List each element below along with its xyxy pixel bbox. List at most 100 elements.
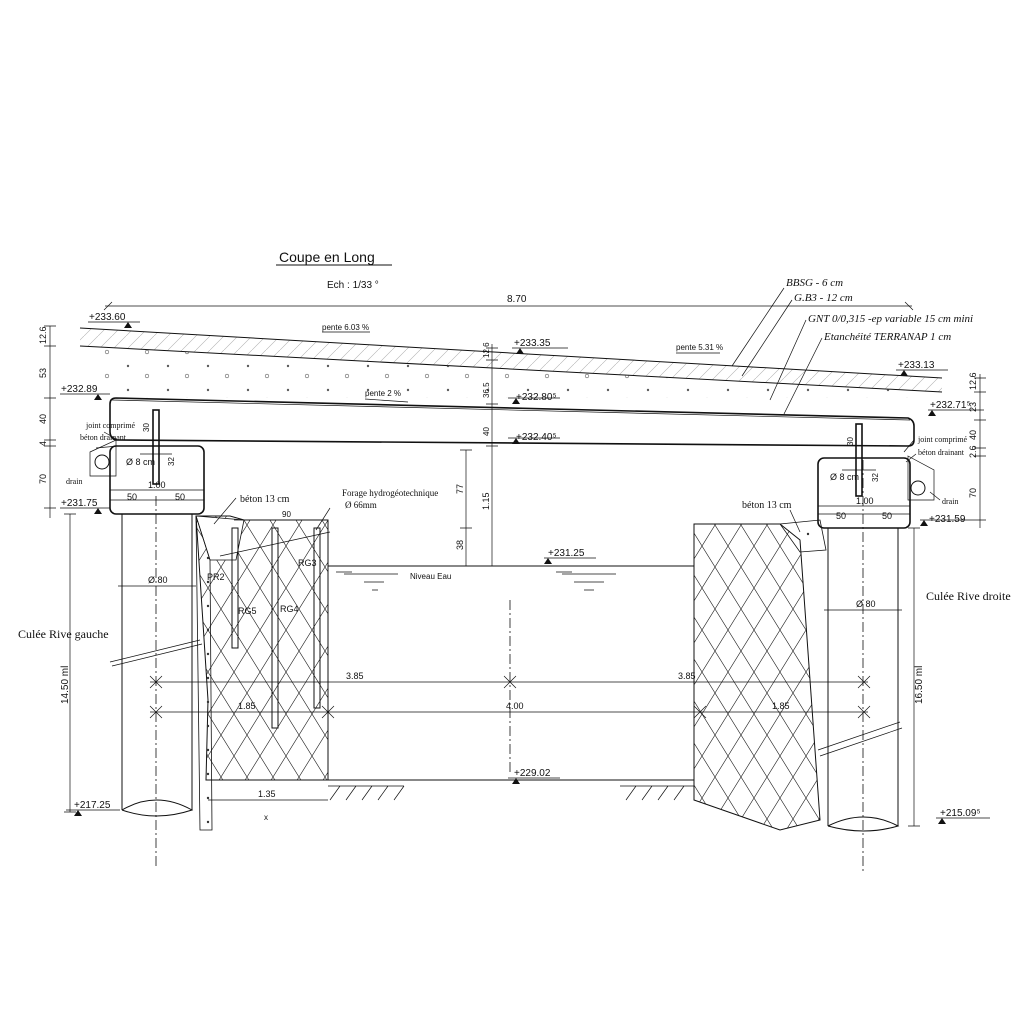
left-pile [121,496,194,866]
elev-229-02: +229.02 [514,768,551,779]
forage-label: Forage hydrogéotechnique [342,488,438,498]
elev-232-71: +232.71⁵ [930,400,971,411]
dim-row2-right: 1.85 [772,701,790,711]
left-joint-label-2: béton drainant [80,433,127,442]
elev-231-75: +231.75 [61,498,98,509]
left-level-2: 53 [38,368,48,378]
label-pr2: PR2 [207,572,225,582]
slope-label-1: pente 6.03 % [322,323,369,332]
right-pile-length: 16.50 ml [914,666,925,704]
right-drain-pipe [910,480,926,496]
right-level-2: 23 [968,402,978,412]
left-drain-label: drain [66,477,82,486]
layer-leaders [731,287,823,415]
left-dowel [152,409,160,485]
right-bearing-width: 1.00 [856,496,874,506]
layer-gb3: G.B3 - 12 cm [794,292,853,304]
left-seat-half-2: 50 [175,492,185,502]
boring-rg5 [231,527,239,649]
right-level-dimensions [974,374,986,528]
slope-label-3: pente 2 % [365,389,401,398]
elev-231-25: +231.25 [548,548,585,559]
right-dowel-offset: 32 [871,473,880,482]
left-dowel-offset: 32 [167,457,176,466]
left-level-3: 40 [38,414,48,424]
right-abutment-wall [693,523,821,831]
label-rg4: RG4 [280,604,299,614]
elev-233-60: +233.60 [89,312,126,323]
dim-toe: 1.35 [258,789,276,799]
elev-233-35: +233.35 [514,338,551,349]
right-bearing-seat [817,457,911,529]
clear-height-1: 77 [455,484,465,494]
left-bearing-seat [109,445,205,515]
beton-right-label: béton 13 cm [742,500,792,511]
elev-215-09: +215.09⁵ [940,808,981,819]
deck-fill-layer [80,346,942,398]
mid-dim-3: 40 [482,427,491,436]
left-level-4: 4 [38,441,48,446]
left-level-1: 12.6 [38,326,48,344]
left-level-dimensions [44,325,56,518]
clear-height-3: 38 [455,540,465,550]
boring-rg4 [271,527,279,729]
elev-232-40: +232.40⁵ [516,432,557,443]
dim-row1-right: 3.85 [678,671,696,681]
label-x: x [264,813,268,822]
slope-label-2: pente 5.31 % [676,343,723,352]
left-seat-half-1: 50 [127,492,137,502]
drawing-title: Coupe en Long [279,249,375,265]
drawing-scale: Ech : 1/33 ° [327,280,379,291]
label-rg3: RG3 [298,558,317,568]
elev-232-80: +232.80⁵ [516,392,557,403]
left-dowel-length: 30 [142,423,151,432]
left-joint-label: joint comprimé [85,421,136,430]
water-label: Niveau Eau [410,572,451,581]
break-lines [109,639,903,757]
left-pile-diameter: Ø 80 [148,575,168,585]
right-level-1: 12.6 [968,372,978,390]
left-pile-length: 14.50 ml [60,666,71,704]
span-dimension: 8.70 [507,294,527,305]
right-dowel [855,423,863,497]
elev-233-13: +233.13 [898,360,935,371]
forage-diameter: Ø 66mm [345,500,377,510]
abutment-left-label: Culée Rive gauche [18,627,109,641]
water-level [328,565,694,591]
right-dowel-length: 30 [846,437,855,446]
elev-217-25: +217.25 [74,800,111,811]
mid-dim-1: 12.6 [482,342,491,358]
right-joint-label: joint comprimé [917,435,968,444]
right-level-5: 70 [968,488,978,498]
left-level-5: 70 [38,474,48,484]
deck-slab [109,397,915,447]
horizontal-dimensions [149,675,871,801]
elev-231-59: +231.59 [929,514,966,525]
dim-row2-left: 1.85 [238,701,256,711]
dim-row2-mid: 4.00 [506,701,524,711]
left-drain-pipe [94,454,110,470]
layer-etancheite: Etanchéité TERRANAP 1 cm [823,331,951,343]
clear-height-2: 1.15 [481,492,491,510]
right-seat-half-1: 50 [836,511,846,521]
dim-row1-left: 3.85 [346,671,364,681]
label-rg5: RG5 [238,606,257,616]
right-level-3: 40 [968,430,978,440]
layer-gnt: GNT 0/0,315 -ep variable 15 cm mini [808,313,973,325]
right-drain-label: drain [942,497,958,506]
left-bearing-width: 1.00 [148,480,166,490]
etancheite-layer [111,399,911,421]
elev-232-89: +232.89 [61,384,98,395]
elevation-marks [60,321,990,824]
beton-left-label: béton 13 cm [240,494,290,505]
right-pile-diameter: Ø 80 [856,599,876,609]
right-pile [827,460,900,872]
left-dowel-diameter: Ø 8 cm [126,457,155,467]
right-joint-label-2: béton drainant [918,448,965,457]
right-dowel-diameter: Ø 8 cm [830,472,859,482]
right-level-4: 2.6 [968,445,978,458]
trench-width: 90 [282,510,291,519]
layer-bbsg: BBSG - 6 cm [786,277,843,289]
abutment-right-label: Culée Rive droite [926,589,1011,603]
